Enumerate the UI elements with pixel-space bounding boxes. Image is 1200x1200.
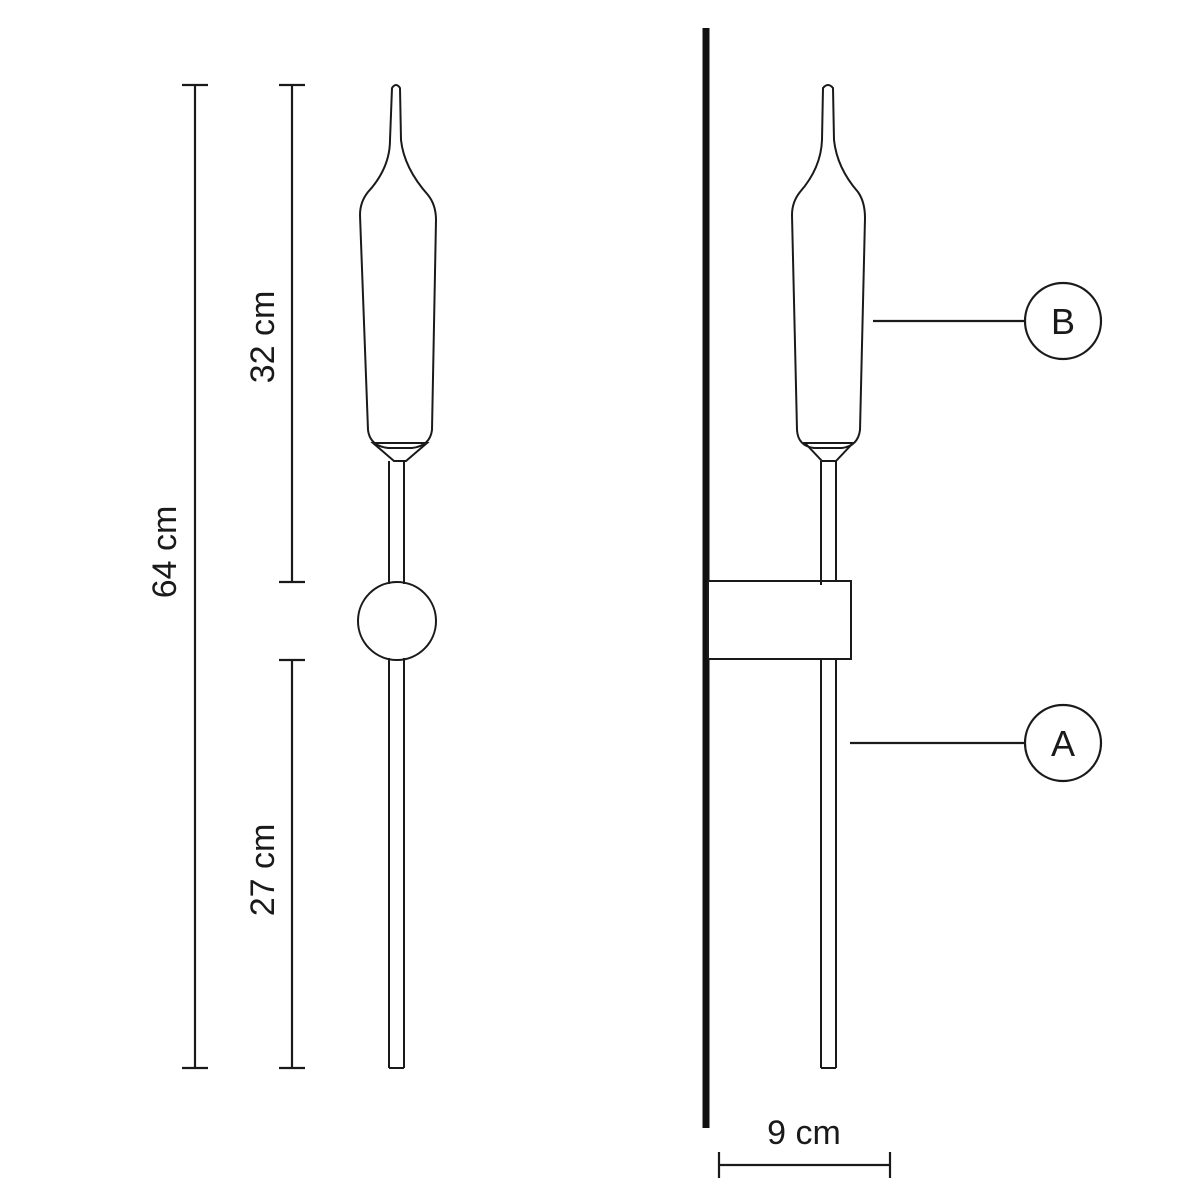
- dimension-label-total-height: 64 cm: [146, 506, 184, 599]
- lamp-shade-side: [790, 84, 867, 449]
- lamp-shade-front: [358, 84, 438, 449]
- rod-lower-front: [388, 658, 405, 1069]
- front-view: 64 cm 32 cm 27 cm: [146, 83, 438, 1070]
- shade-collar-side: [802, 442, 856, 462]
- callout-label-a: A: [1051, 723, 1075, 764]
- callout-b: B: [873, 281, 1103, 361]
- dimension-projection: 9 cm: [717, 1114, 892, 1178]
- callout-circle-b: [1023, 281, 1103, 361]
- dimension-label-rod-height: 27 cm: [244, 824, 282, 917]
- callout-a: A: [850, 703, 1103, 783]
- shade-collar-front: [370, 442, 430, 462]
- wall-bracket: [707, 580, 852, 660]
- dimension-label-projection: 9 cm: [767, 1114, 841, 1152]
- rod-upper-front: [388, 461, 405, 584]
- dimension-total-height: 64 cm: [146, 83, 208, 1070]
- callout-circle-a: [1023, 703, 1103, 783]
- side-view: B A 9 cm: [702, 28, 1103, 1178]
- dimension-label-shade-height: 32 cm: [244, 291, 282, 384]
- sphere-joint: [357, 581, 437, 661]
- dimension-shade-height: 32 cm: [244, 83, 305, 584]
- callout-label-b: B: [1051, 301, 1075, 342]
- rod-side: [820, 461, 837, 1069]
- dimension-rod-height: 27 cm: [244, 658, 305, 1070]
